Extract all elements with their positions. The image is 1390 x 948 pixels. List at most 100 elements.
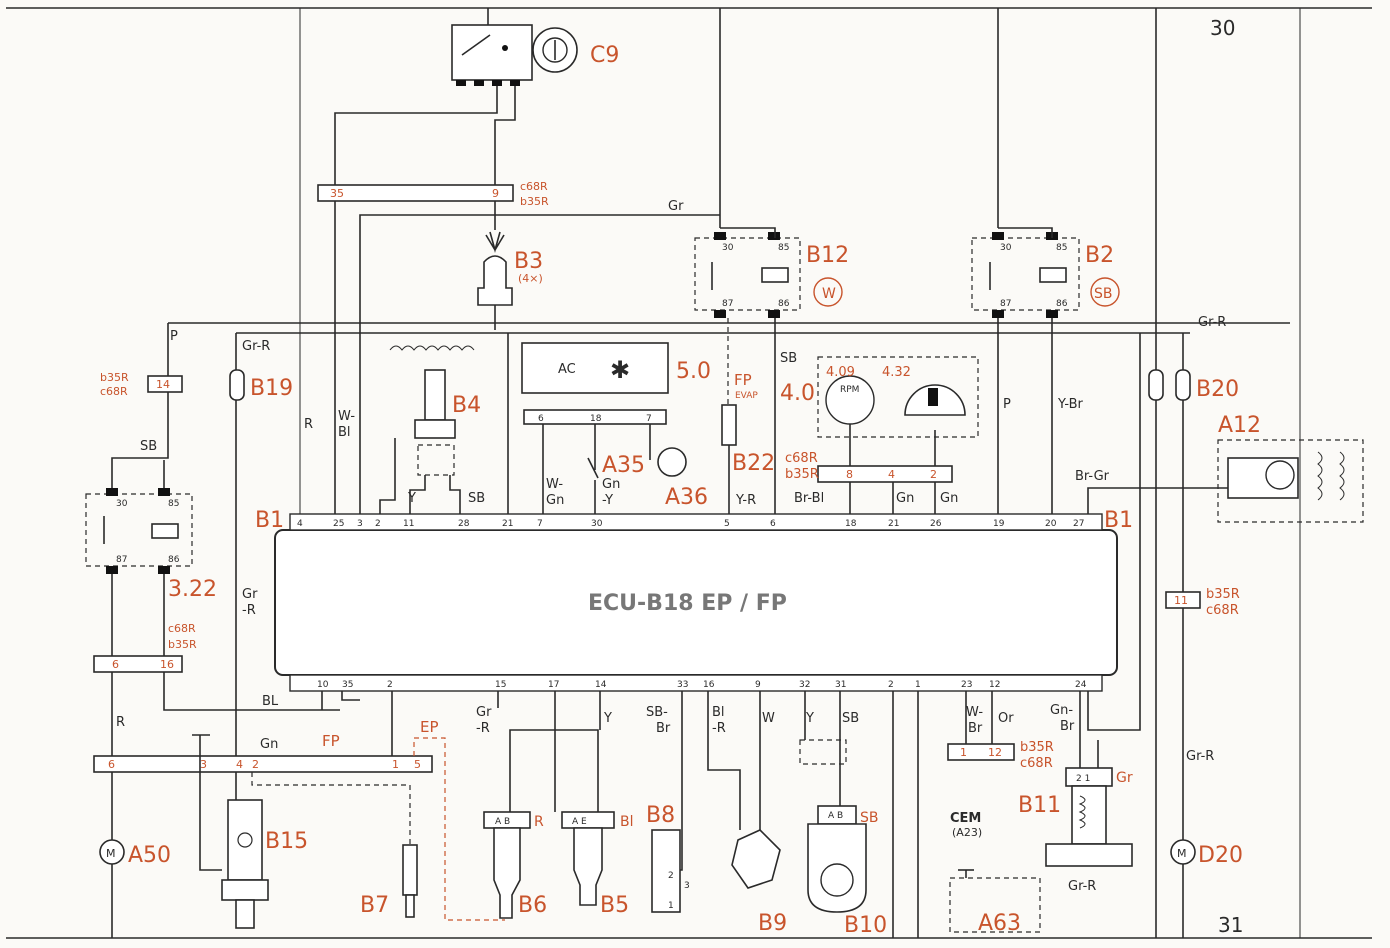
wire-w-bl-a: W- [338,409,355,424]
svg-text:9: 9 [492,187,499,200]
wire-gn-bottom: Gn [260,737,278,752]
ecu-bottom-pin-10: 31 [835,680,846,690]
svg-text:2 1: 2 1 [1076,774,1090,784]
conn-cluster-c68r: c68R [785,451,818,466]
b9-label: B9 [758,911,787,936]
svg-text:87: 87 [722,299,733,309]
ecu-bottom-pin-3: 15 [495,680,506,690]
conn-right-c68r: c68R [1206,603,1239,618]
b8-label: B8 [646,803,675,828]
ecu-bottom-pin-5: 14 [595,680,607,690]
fp-evap-label: FP [734,371,752,389]
wire-y-r: Y-R [735,493,756,508]
sensor-b5: A E Bl B5 [561,811,634,918]
svg-text:35: 35 [330,187,344,200]
svg-text:M: M [1177,847,1187,860]
rpm-label: RPM [840,385,859,395]
wire-gr-r-b19a: Gr [242,587,258,602]
ecu-b1-right: B1 [1104,508,1133,533]
ecu-bottom-pin-9: 32 [799,680,810,690]
cem-sub: (A23) [952,826,982,839]
svg-text:85: 85 [1056,243,1067,253]
ecu-top-pin-3: 2 [375,519,381,529]
wire-p: P [170,329,178,344]
svg-text:30: 30 [1000,243,1012,253]
ac-label: AC [558,362,576,377]
ecu-top-pin-5: 28 [458,519,470,529]
wire-gn-y-b: -Y [602,493,613,508]
wire-y-b5: Y [603,711,612,726]
b3-note: (4×) [518,272,543,285]
wire-r-2: R [304,417,313,432]
wire-bl-r-a: Bl [712,705,725,720]
svg-text:5: 5 [414,758,421,771]
svg-text:2: 2 [930,468,937,481]
a50-label: A50 [128,843,171,868]
ecu-bottom-pin-12: 1 [915,680,921,690]
wire-or: Or [998,711,1014,726]
conn-mid-b35r: b35R [168,638,197,651]
ecu-top-pin-14: 19 [993,519,1005,529]
svg-text:A B: A B [495,817,510,827]
svg-text:7: 7 [646,414,652,424]
ref-409: 4.09 [826,365,855,380]
b11-label: B11 [1018,793,1061,818]
wire-p-b2: P [1003,397,1011,412]
wire-r: R [116,715,125,730]
b10-sb-label: SB [860,810,879,826]
a35-label: A35 [602,453,645,478]
b19-label: B19 [250,376,293,401]
svg-text:1: 1 [960,746,967,759]
ecu-bottom-pin-13: 23 [961,680,972,690]
wire-gn-y-a: Gn [602,477,620,492]
wire-y-b10: Y [805,711,814,726]
a63-label: A63 [978,911,1021,936]
injector-b3: B3 (4×) [477,231,543,306]
wire-sb-br-b: Br [656,721,671,736]
conn-right-b35r: b35R [1206,587,1240,602]
wire-sb-b4: SB [468,491,485,506]
svg-text:4: 4 [236,758,243,771]
b22-label: B22 [732,451,775,476]
ref-432: 4.32 [882,365,911,380]
wire-gn-2: Gn [940,491,958,506]
ignition-switch-c9: C9 [451,24,619,86]
ref-50: 5.0 [676,359,711,384]
ecu-bottom-pin-14: 12 [989,680,1000,690]
svg-text:85: 85 [778,243,789,253]
svg-text:M: M [106,847,116,860]
wire-gr-r-b19b: -R [242,603,256,618]
sensor-b9: B9 [731,829,787,936]
b12-label: B12 [806,243,849,268]
ecu-bottom-pin-6: 33 [677,680,688,690]
switch-a35: A35 A36 [587,447,708,510]
svg-text:87: 87 [1000,299,1011,309]
b5-label: B5 [600,893,629,918]
svg-text:86: 86 [1056,299,1068,309]
b2-label: B2 [1085,243,1114,268]
sensor-b15: B15 [221,799,308,929]
conn-cem-c68r: c68R [1020,756,1053,771]
wire-bl-ecu: BL [262,694,279,709]
b5-bl-label: Bl [620,814,634,830]
wire-w-gn-b: Gn [546,493,564,508]
svg-text:85: 85 [168,499,179,509]
svg-text:16: 16 [160,658,174,671]
wire-bl-r-b: -R [712,721,726,736]
conn-left-b35r: b35R [100,371,129,384]
b6-r-label: R [534,814,544,830]
conn-cem-b35r: b35R [1020,740,1054,755]
ref-40: 4.0 [780,381,815,406]
d20-label: D20 [1198,843,1243,868]
wire-gn-1: Gn [896,491,914,506]
svg-text:1: 1 [668,901,674,911]
ecu-top-pin-8: 30 [591,519,603,529]
connector-top: 35 9 c68R b35R [317,180,549,208]
wire-w-br-b: Br [968,721,983,736]
svg-text:6: 6 [538,414,544,424]
svg-text:30: 30 [722,243,734,253]
